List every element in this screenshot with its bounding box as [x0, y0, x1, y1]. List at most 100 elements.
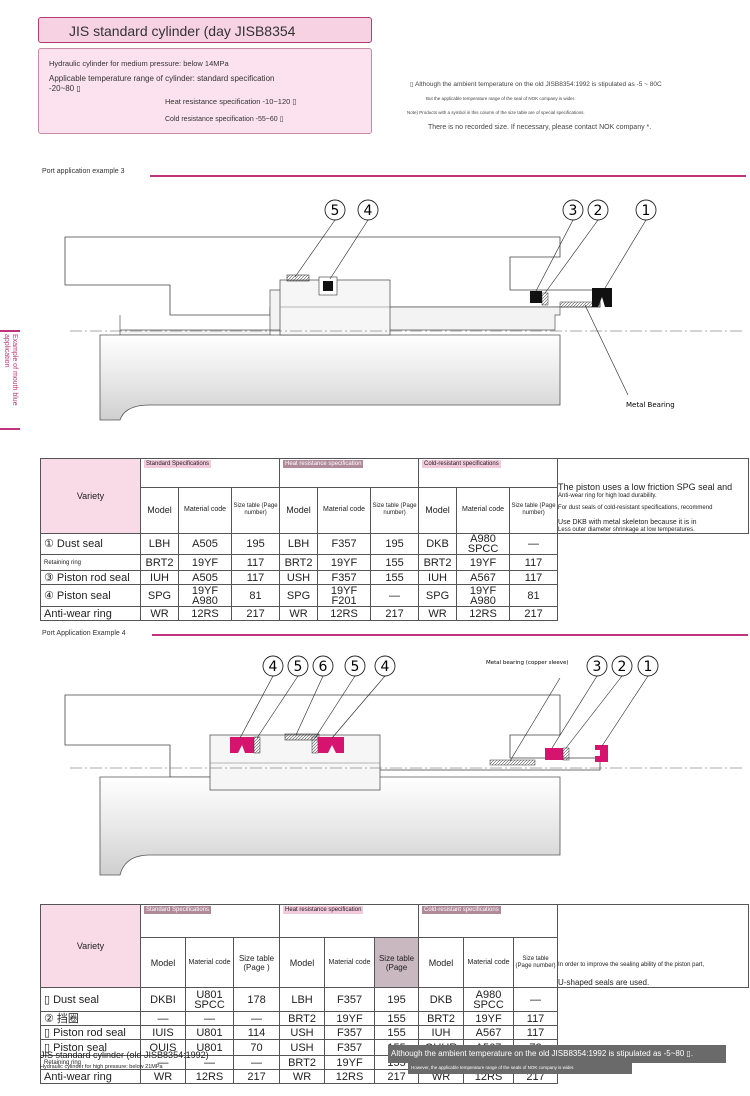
table-cell: — [232, 1055, 281, 1070]
row-name: ③ Piston rod seal [40, 570, 141, 585]
header-note: There is no recorded size. If necessary,… [428, 124, 652, 131]
piston-rod [99, 334, 561, 421]
col-header: Model [140, 486, 179, 535]
row-name: ① Dust seal [40, 533, 141, 555]
table-cell: A567 [456, 570, 511, 585]
table-cell: — [370, 584, 420, 607]
callout-1: 1 [601, 655, 659, 747]
table-cell: DKB [418, 533, 458, 555]
spec-line: -20~80 ▯ [49, 84, 81, 93]
table-cell: A505 [178, 533, 232, 555]
table-cell: 217 [232, 1069, 281, 1084]
dust-seal-pink [595, 745, 608, 762]
svg-text:4: 4 [364, 203, 373, 219]
table-cell: 70 [232, 1039, 281, 1056]
svg-text:5: 5 [351, 659, 360, 675]
col-header: Model [279, 486, 319, 535]
table-cell: USH [279, 1025, 326, 1040]
table-cell: SPG [279, 584, 319, 607]
table-cell: 195 [230, 533, 281, 555]
table-cell: F357 [317, 570, 372, 585]
wear-ring [286, 274, 310, 282]
table-cell: IUH [140, 570, 179, 585]
table-cell: WR [279, 606, 319, 621]
row-name: ▯ Piston rod seal [40, 1025, 141, 1040]
table-cell: LBH [140, 533, 179, 555]
table-cell: LBH [279, 987, 326, 1012]
table-cell: BRT2 [279, 1011, 326, 1026]
table-cell: WR [140, 606, 179, 621]
table-cell: 19YF [178, 554, 232, 571]
row-name: ② 挡圈 [40, 1011, 141, 1026]
seal-table-3: Variety Standard Specifications Heat res… [40, 458, 750, 621]
table-cell: 19YF [324, 1011, 376, 1026]
callout-2: 2 [565, 655, 633, 749]
col-header: Model [140, 937, 186, 988]
table-cell: BRT2 [279, 1055, 326, 1070]
table-cell: 12RS [324, 1069, 376, 1084]
section3-divider [150, 175, 746, 177]
section4-label: Port Application Example 4 [42, 630, 126, 637]
callout-3: 3 [535, 199, 584, 292]
table-cell: 217 [509, 606, 559, 621]
row-name: ▯ Dust seal [40, 987, 141, 1012]
svg-text:5: 5 [331, 203, 340, 219]
spec-line: Heat resistance specification -10~120 ▯ [165, 97, 297, 106]
callout-5: 5 [294, 199, 346, 278]
bearing-label: Metal bearing (copper sleeve) [486, 660, 569, 666]
metal-bearing [559, 301, 601, 308]
table-cell: — [140, 1011, 186, 1026]
svg-text:3: 3 [569, 203, 578, 219]
svg-text:6: 6 [319, 659, 328, 675]
group-header: Heat resistance specification [279, 903, 420, 939]
spec-line: Applicable temperature range of cylinder… [49, 74, 275, 83]
col-header: Size table (Page number) [230, 486, 281, 535]
table-cell: USH [279, 1039, 326, 1056]
table-cell: 117 [513, 1025, 559, 1040]
table-cell: SPG [418, 584, 458, 607]
svg-text:2: 2 [618, 659, 627, 675]
group-header: Cold-resistant specifications [418, 458, 559, 488]
table-cell: 19YF [324, 1055, 376, 1070]
callout-5: 5 [314, 655, 366, 739]
col-header: Material code [324, 937, 376, 988]
table-cell: 12RS [317, 606, 372, 621]
table-cell: 12RS [178, 606, 232, 621]
variety-header: Variety [40, 904, 141, 988]
remarks-cell: The piston uses a low friction SPG seal … [557, 458, 750, 534]
table-cell: — [513, 987, 559, 1012]
section4-divider [152, 634, 748, 636]
col-header: Material code [456, 486, 511, 535]
table-cell: IUIS [140, 1025, 186, 1040]
table-cell: F357 [317, 533, 372, 555]
piston-seal-right [318, 737, 344, 753]
table-cell: IUH [418, 570, 458, 585]
col-header: Material code [178, 486, 232, 535]
table-cell: 195 [370, 533, 420, 555]
table-cell: A567 [463, 1025, 515, 1040]
table-cell: USH [279, 570, 319, 585]
row-name: Anti-wear ring [40, 606, 141, 621]
spec-box: Hydraulic cylinder for medium pressure: … [38, 48, 372, 134]
table-cell: F357 [324, 987, 376, 1012]
callout-6: 6 [295, 655, 334, 736]
side-tab: Example of mouth blue application [0, 330, 20, 430]
table-cell: 12RS [456, 606, 511, 621]
col-header: Material code [317, 486, 372, 535]
footer-subtitle: Hydraulic cylinder for high pressure: be… [40, 1064, 163, 1070]
table-cell: 19YF [456, 554, 511, 571]
table-cell: U801 [185, 1025, 234, 1040]
col-header: Size table (Page [374, 937, 420, 988]
row-name: Anti-wear ring [40, 1069, 141, 1084]
header-note: Note) Products with a symbol in this col… [407, 110, 585, 115]
col-header: Size table (Page number) [509, 486, 559, 535]
